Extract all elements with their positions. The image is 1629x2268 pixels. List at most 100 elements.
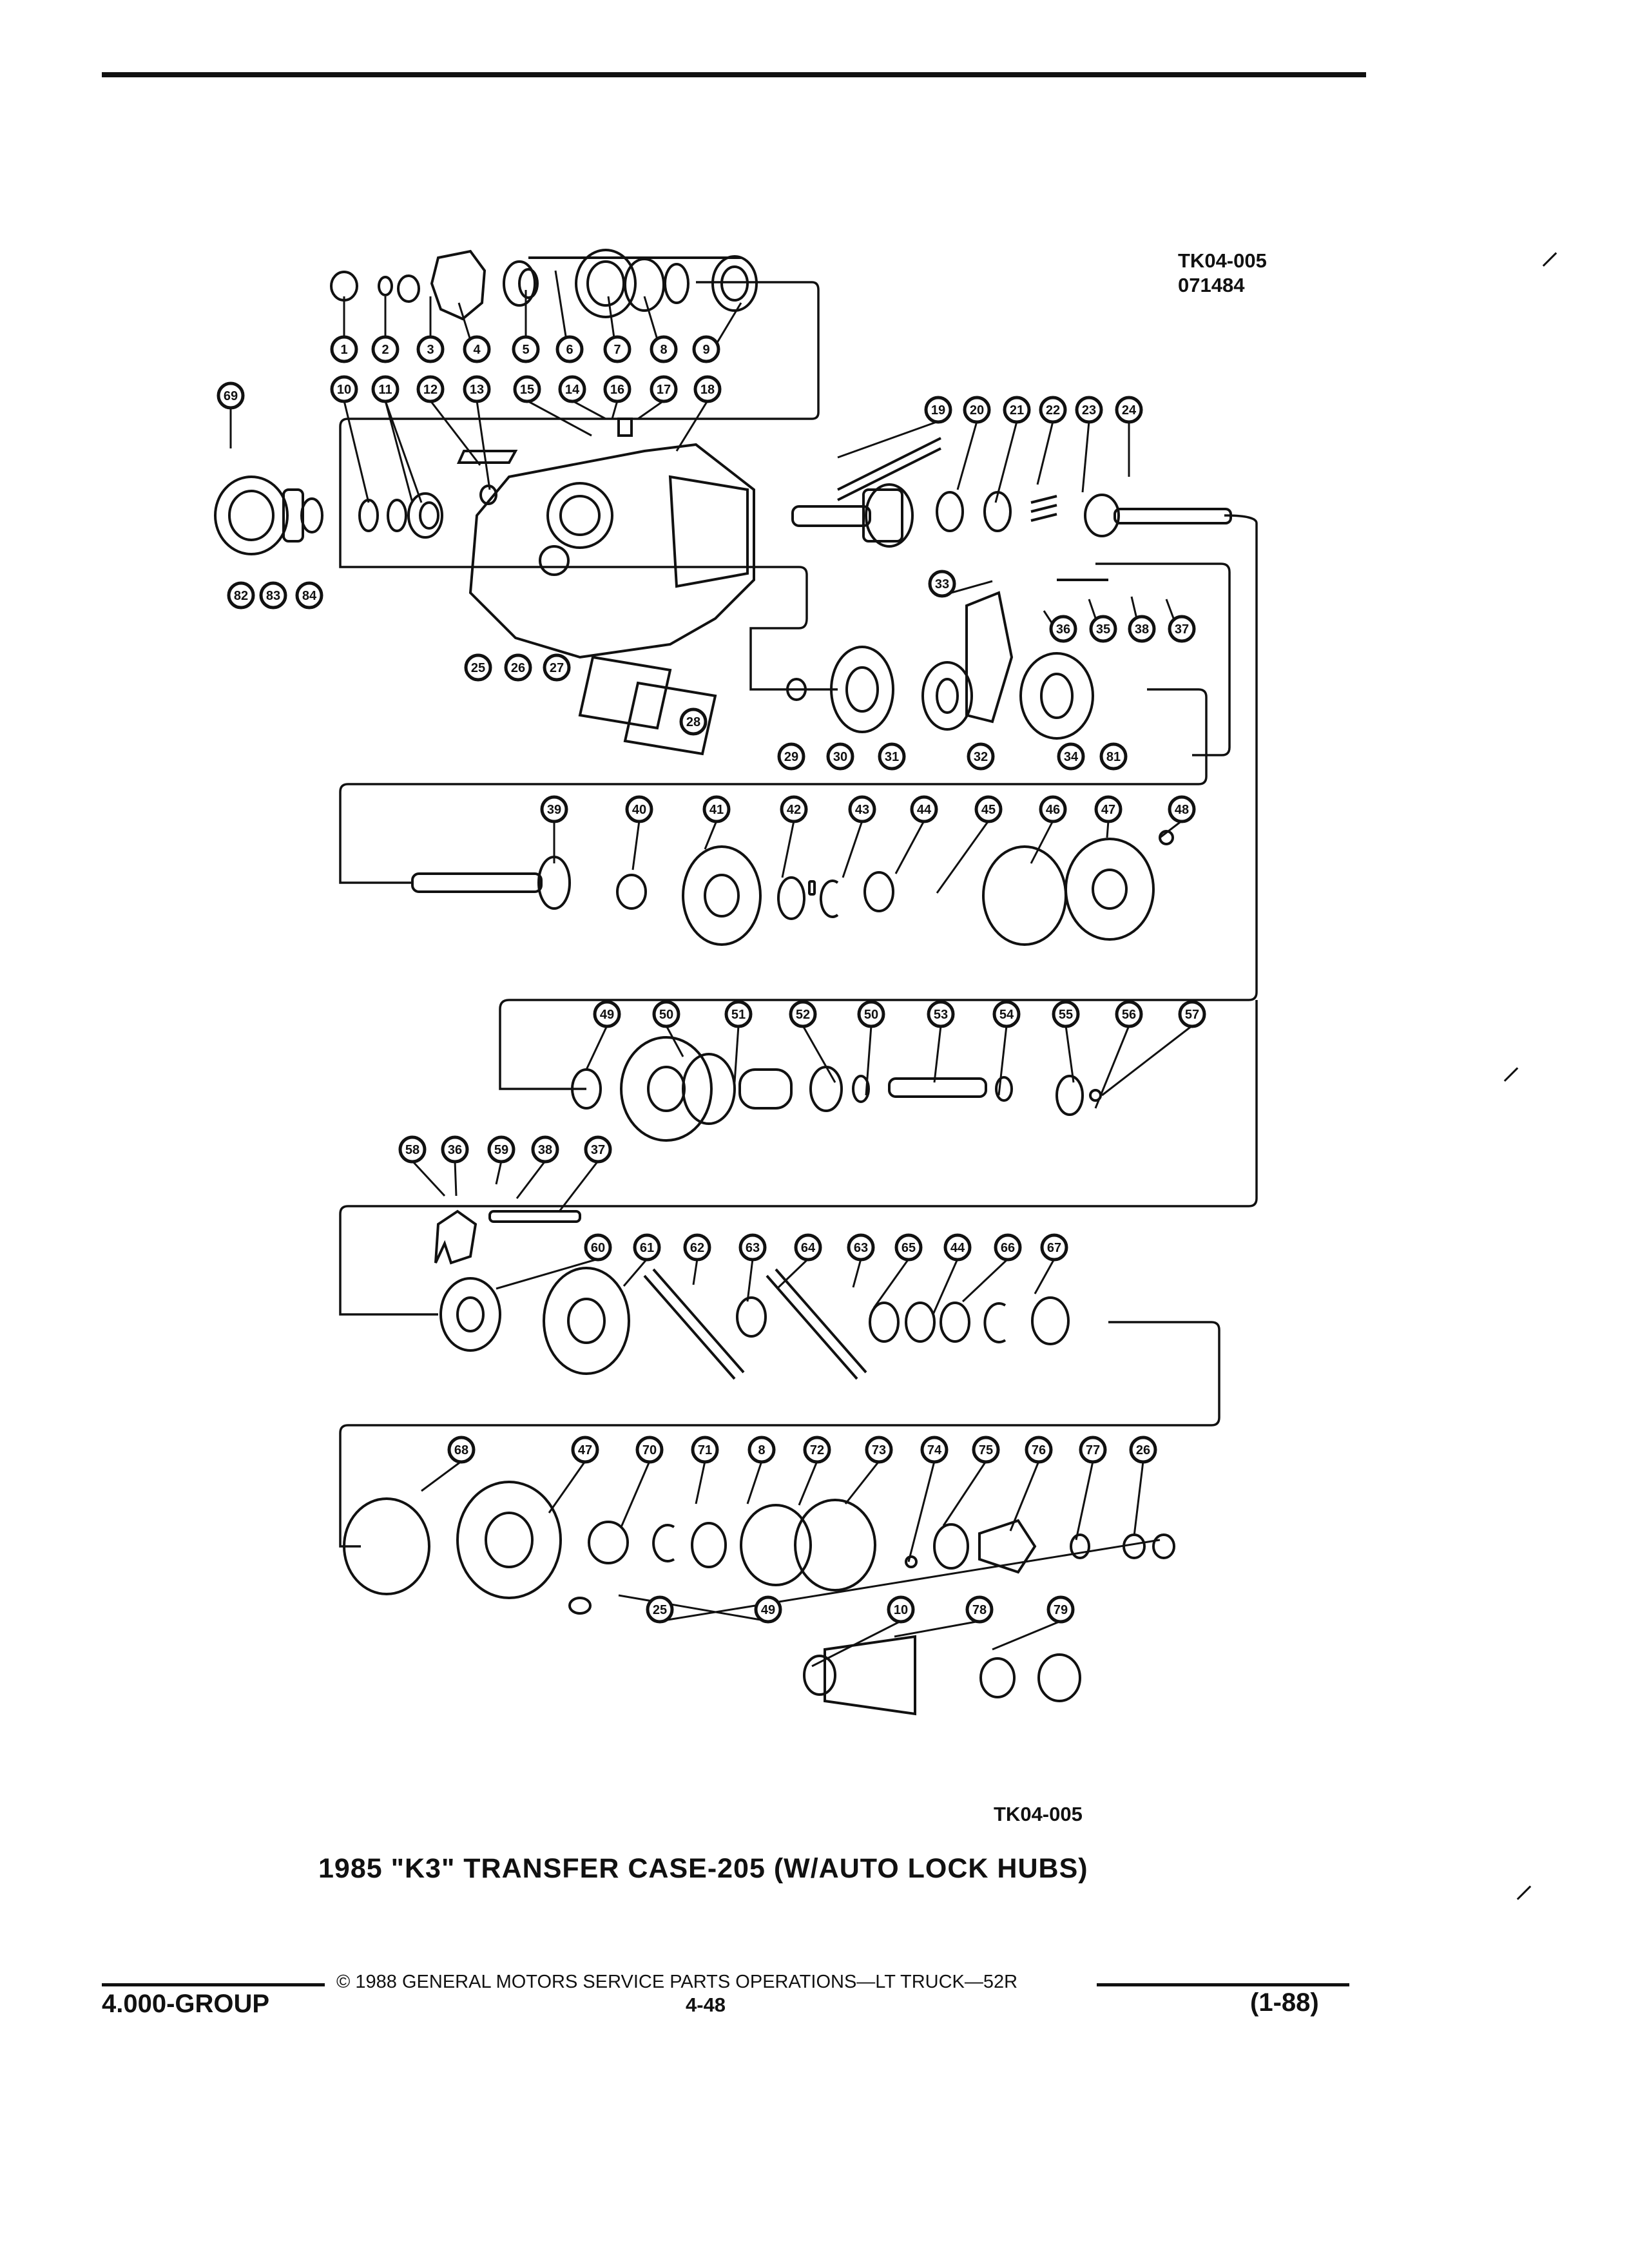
callout-circle: [555, 335, 584, 363]
callout-circle: [747, 1436, 776, 1464]
callout-circle: [464, 653, 492, 682]
callout-circle: [691, 1436, 719, 1464]
callout-number: 19: [931, 403, 945, 418]
callout-circle: [371, 375, 400, 403]
callout-36: 36: [1049, 615, 1077, 643]
callout-circle: [571, 1436, 599, 1464]
callout-circle: [650, 375, 678, 403]
callout-circle: [963, 396, 991, 424]
callout-number: 36: [448, 1143, 462, 1157]
group-outline-1: [339, 281, 838, 691]
callout-64: 64: [794, 1233, 822, 1262]
needle-rollers: [766, 1268, 867, 1380]
callout-number: 1: [340, 343, 347, 357]
callout-number: 70: [642, 1443, 657, 1457]
callout-number: 31: [885, 750, 899, 764]
callout-circle: [398, 1135, 427, 1164]
needle-rollers: [643, 1268, 745, 1380]
leader-line: [585, 1025, 608, 1070]
callout-number: 17: [657, 383, 671, 397]
callout-10: 10: [330, 375, 358, 403]
callout-circle: [1003, 396, 1031, 424]
snap-ring: [664, 263, 689, 304]
callout-42: 42: [780, 795, 808, 823]
callout-44: 44: [910, 795, 938, 823]
callout-29: 29: [777, 742, 805, 771]
leader-line: [637, 399, 664, 420]
callout-47: 47: [1094, 795, 1123, 823]
callout-circle: [652, 1000, 680, 1028]
callout-number: 37: [591, 1143, 605, 1157]
callout-number: 63: [746, 1241, 760, 1255]
gear-hub: [845, 666, 879, 713]
callout-46: 46: [1039, 795, 1067, 823]
callout-23: 23: [1075, 396, 1103, 424]
callout-22: 22: [1039, 396, 1067, 424]
callout-number: 13: [470, 383, 484, 397]
callout-circle: [330, 335, 358, 363]
bearing: [588, 1521, 629, 1564]
callout-circle: [1052, 1000, 1080, 1028]
callout-7: 7: [603, 335, 631, 363]
washer: [1123, 1533, 1146, 1559]
callout-63: 63: [738, 1233, 767, 1262]
leader-line: [933, 1025, 942, 1083]
callout-circle: [1115, 396, 1143, 424]
callout-circle: [625, 795, 653, 823]
retainer-gasket: [740, 1504, 812, 1586]
needles: [1030, 495, 1057, 522]
callout-5: 5: [512, 335, 540, 363]
callout-number: 40: [632, 803, 646, 817]
rear-gasket: [982, 845, 1067, 946]
callout-number: 12: [423, 383, 438, 397]
snap-ring: [819, 879, 839, 918]
callout-circle: [1046, 1595, 1075, 1624]
collar-inner: [456, 1296, 485, 1332]
lock-washer: [1089, 1089, 1102, 1102]
callout-number: 26: [1136, 1443, 1150, 1457]
leader-line: [777, 1258, 809, 1289]
bearing: [616, 874, 647, 910]
callout-number: 56: [1122, 1008, 1136, 1022]
callout-circle: [584, 1135, 612, 1164]
callout-12: 12: [416, 375, 445, 403]
callout-circle: [847, 1233, 875, 1262]
callout-circle: [794, 1233, 822, 1262]
callout-number: 35: [1096, 622, 1110, 637]
callout-circle: [1094, 795, 1123, 823]
shift-rail: [488, 1210, 581, 1223]
callout-circle: [927, 1000, 955, 1028]
callout-circle: [217, 381, 245, 410]
callout-18: 18: [693, 375, 722, 403]
callout-circle: [441, 1135, 469, 1164]
callout-number: 4: [473, 343, 481, 357]
callout-circle: [1128, 615, 1156, 643]
callout-56: 56: [1115, 1000, 1143, 1028]
callout-number: 47: [1101, 803, 1115, 817]
shift-collar: [921, 661, 973, 731]
callout-circle: [1049, 615, 1077, 643]
callout-number: 51: [731, 1008, 746, 1022]
snap-ring: [652, 1524, 675, 1562]
leader-line: [798, 1461, 818, 1506]
callout-circle: [1025, 1436, 1053, 1464]
yoke: [978, 1519, 1037, 1574]
leader-line: [894, 820, 925, 874]
leader-line: [384, 400, 414, 503]
leader-line: [781, 820, 795, 878]
callout-84: 84: [295, 581, 323, 610]
seal: [1037, 1653, 1081, 1702]
callout-57: 57: [1178, 1000, 1206, 1028]
callout-62: 62: [683, 1233, 711, 1262]
callout-circle: [974, 795, 1003, 823]
callout-circle: [416, 335, 445, 363]
callout-number: 28: [686, 715, 700, 729]
leader-line: [516, 1160, 546, 1199]
leader-line: [611, 400, 619, 419]
callout-circle: [463, 375, 491, 403]
callout-4: 4: [463, 335, 491, 363]
callout-40: 40: [625, 795, 653, 823]
callout-number: 84: [302, 589, 317, 603]
callout-number: 27: [550, 661, 564, 675]
nut: [1152, 1533, 1175, 1559]
